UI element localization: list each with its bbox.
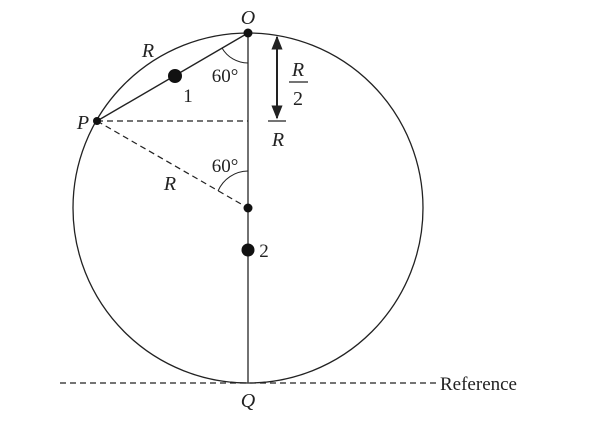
label-upper-angle: 60° [212, 66, 239, 87]
particle-1-dot [168, 69, 182, 83]
label-reference: Reference [440, 374, 517, 395]
label-q: Q [241, 390, 256, 412]
point-o-dot [243, 28, 253, 38]
label-particle-2: 2 [259, 241, 269, 262]
label-p: P [76, 112, 89, 134]
label-particle-1: 1 [183, 86, 193, 107]
label-o: O [241, 7, 255, 29]
label-fraction-numerator: R [291, 59, 304, 81]
label-height-r: R [271, 129, 284, 151]
label-lower-angle: 60° [212, 156, 239, 177]
point-p-dot [93, 117, 101, 125]
particle-2-dot [241, 243, 255, 257]
upper-angle-arc [221, 47, 249, 64]
label-radius-r: R [163, 173, 176, 195]
label-chord-r: R [141, 40, 154, 62]
center-dot [243, 203, 253, 213]
lower-angle-arc [217, 170, 249, 192]
label-fraction-denominator: 2 [293, 88, 303, 110]
radius-dashed [96, 120, 249, 209]
